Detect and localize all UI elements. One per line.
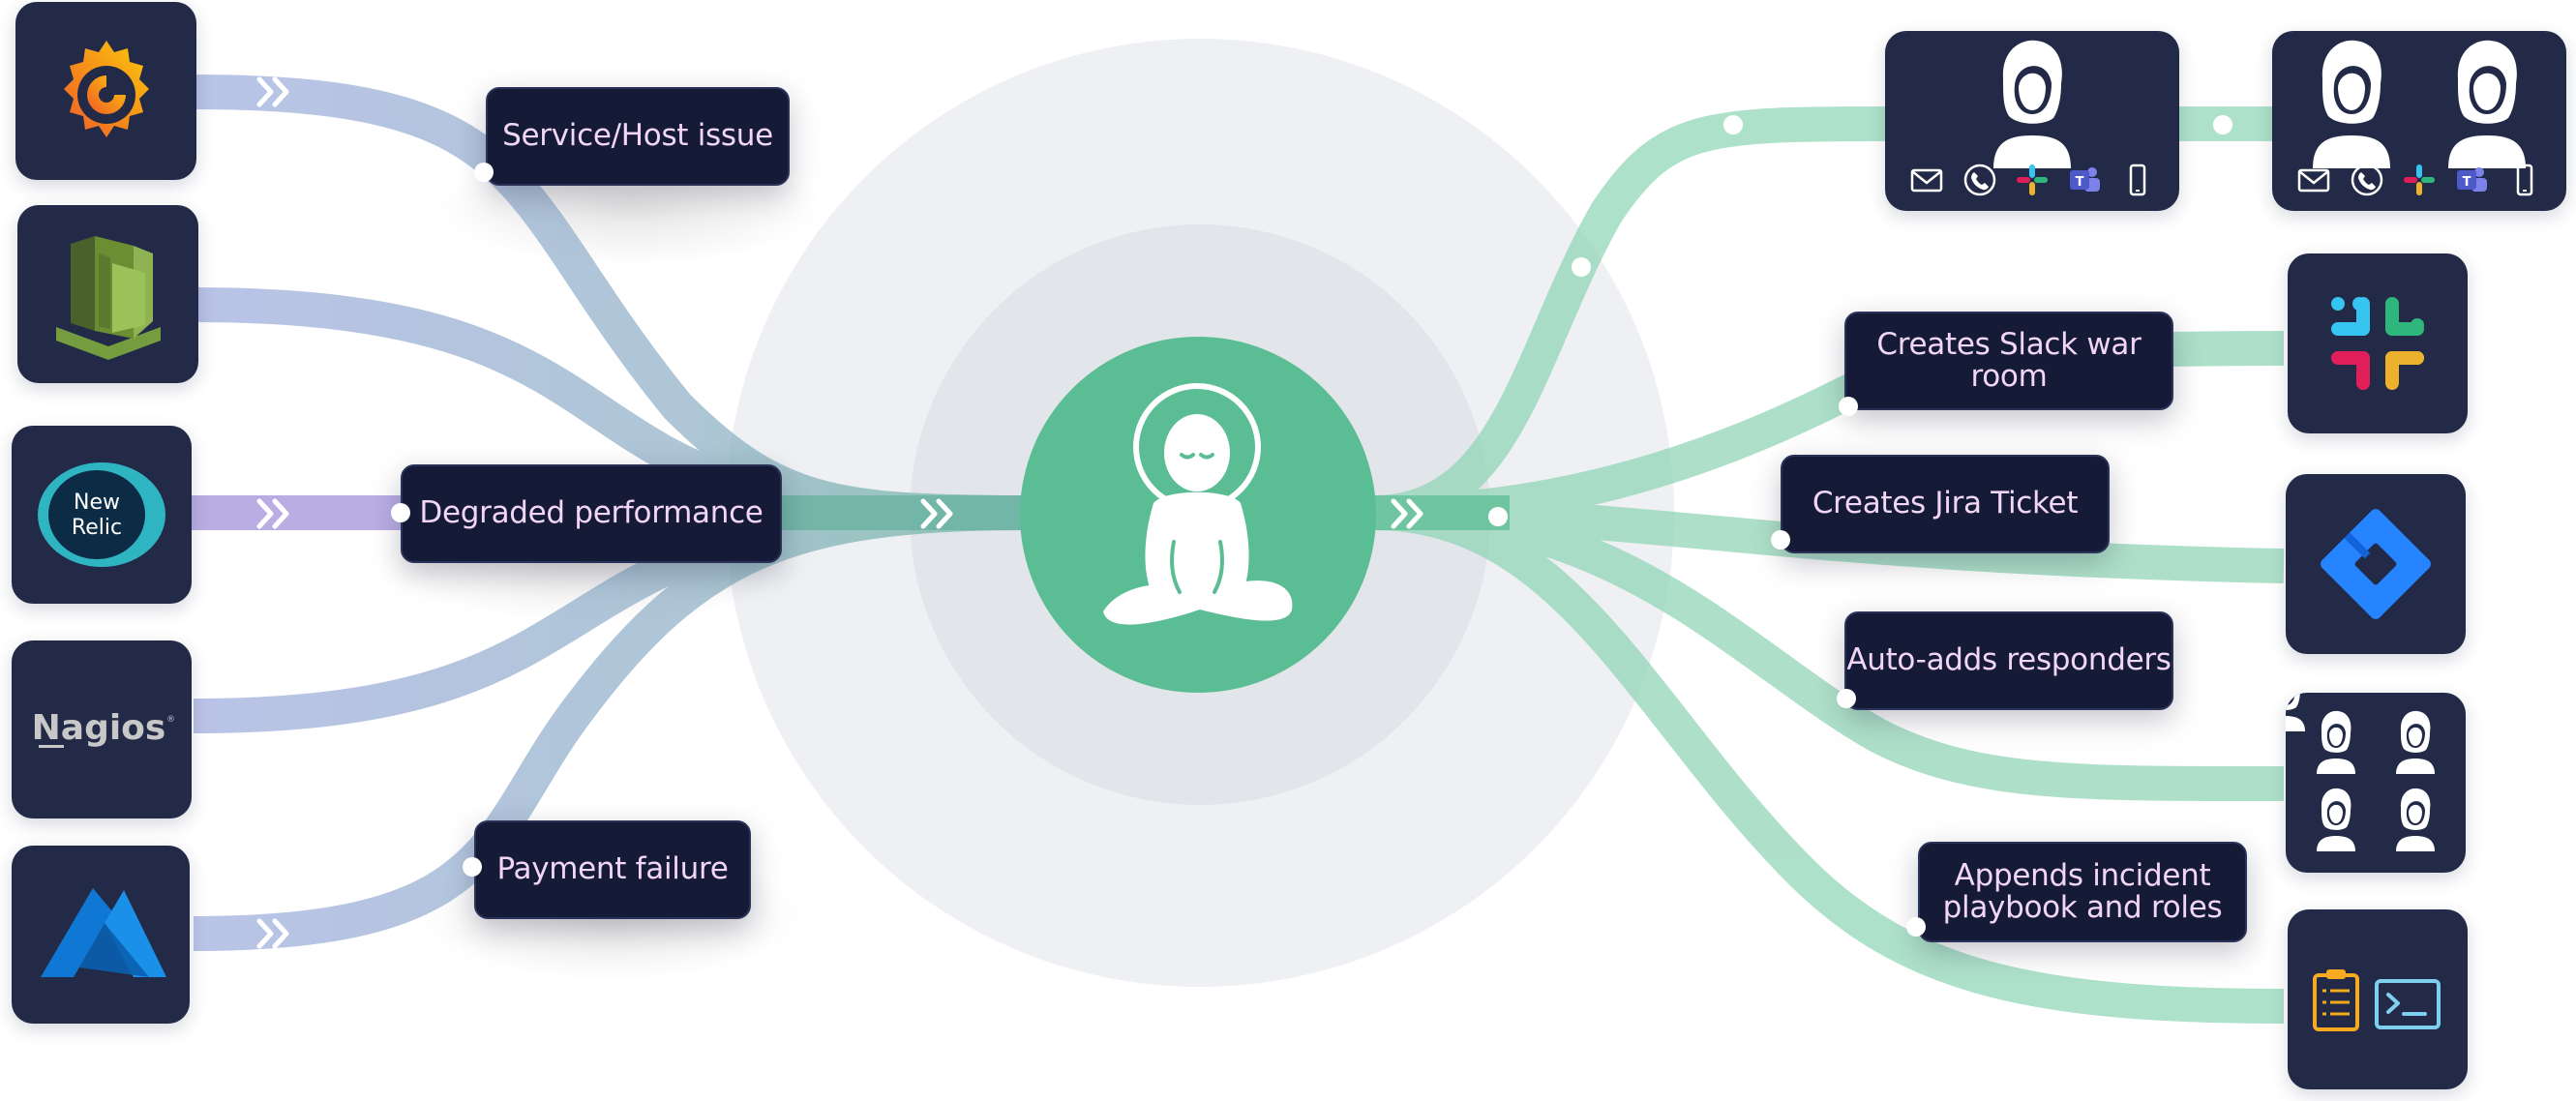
action-label-text: Creates Jira Ticket xyxy=(1812,486,2079,521)
aws-cloudwatch-icon xyxy=(56,236,161,360)
stream-notify xyxy=(1373,106,2284,530)
action-label-line-1: Appends incident xyxy=(1954,857,2211,893)
clipboard-checklist-icon xyxy=(2313,969,2359,1031)
responders-tile[interactable] xyxy=(2286,693,2466,873)
action-auto-adds-responders[interactable]: Auto-adds responders xyxy=(1844,611,2173,710)
responders-pair-icon xyxy=(2313,40,2526,168)
event-degraded-performance[interactable]: Degraded performance xyxy=(401,464,782,563)
playbook-tile[interactable] xyxy=(2288,909,2468,1089)
event-label-text: Payment failure xyxy=(496,851,729,887)
slack-logo-icon xyxy=(2331,297,2424,390)
playbook-icons xyxy=(2313,969,2441,1031)
azure-tile[interactable] xyxy=(12,846,190,1024)
responder-avatar-icon xyxy=(1993,40,2071,168)
connector-dot xyxy=(391,503,410,522)
channel-icons-row: T xyxy=(1885,163,2179,197)
nagios-tile[interactable]: Nagios ® xyxy=(12,640,192,818)
slack-icon[interactable] xyxy=(2015,163,2050,197)
jira-logo-icon xyxy=(2321,509,2431,619)
action-appends-incident-playbook[interactable]: Appends incident playbook and roles xyxy=(1918,842,2247,942)
new-relic-tile[interactable]: New Relic xyxy=(12,426,192,604)
nagios-icon: Nagios ® xyxy=(32,708,175,748)
terminal-icon xyxy=(2375,979,2441,1029)
action-label-line-2: playbook and roles xyxy=(1942,890,2223,925)
people-grid-icon xyxy=(2286,693,2435,851)
azure-icon xyxy=(41,888,166,977)
connector-dot xyxy=(1771,530,1790,550)
connector-dot xyxy=(463,857,482,877)
grafana-tile[interactable] xyxy=(15,2,196,180)
aws-cloudwatch-tile[interactable] xyxy=(17,205,198,383)
phone-icon[interactable] xyxy=(2350,163,2384,197)
event-service-host-issue[interactable]: Service/Host issue xyxy=(486,87,790,186)
action-label-text: Auto-adds responders xyxy=(1846,642,2172,678)
teams-icon[interactable]: T xyxy=(2454,163,2489,197)
mobile-icon[interactable] xyxy=(2120,163,2155,197)
svg-text:Nagios: Nagios xyxy=(32,708,166,748)
teams-icon[interactable]: T xyxy=(2067,163,2102,197)
connector-dot xyxy=(1837,689,1856,708)
grafana-icon xyxy=(64,41,149,137)
slack-tile[interactable] xyxy=(2288,253,2468,433)
connector-dot xyxy=(1839,397,1858,416)
svg-text:®: ® xyxy=(166,715,175,725)
notify-responder-tile[interactable]: T xyxy=(1885,31,2179,211)
channel-icons-row: T xyxy=(2272,163,2566,197)
mail-icon[interactable] xyxy=(2296,163,2331,197)
event-label-text: Degraded performance xyxy=(419,495,764,531)
connector-dot xyxy=(1906,917,1926,937)
connector-dot xyxy=(474,163,494,182)
svg-text:New: New xyxy=(74,491,120,515)
new-relic-icon: New Relic xyxy=(38,462,165,567)
mobile-icon[interactable] xyxy=(2507,163,2542,197)
flow-chevrons xyxy=(256,76,1423,949)
mail-icon[interactable] xyxy=(1909,163,1944,197)
svg-text:T: T xyxy=(2076,175,2084,190)
slack-icon[interactable] xyxy=(2402,163,2437,197)
phone-icon[interactable] xyxy=(1962,163,1997,197)
stream-responders xyxy=(1373,495,2285,802)
action-creates-jira-ticket[interactable]: Creates Jira Ticket xyxy=(1781,455,2110,553)
event-label-text: Service/Host issue xyxy=(502,118,773,154)
action-creates-slack-war-room[interactable]: Creates Slack war room xyxy=(1844,312,2173,410)
notify-team-tile[interactable]: T xyxy=(2272,31,2566,211)
stream-playbook xyxy=(1373,495,2285,1024)
action-label-text: Creates Slack war room xyxy=(1876,326,2142,394)
svg-text:T: T xyxy=(2463,175,2471,190)
svg-text:Relic: Relic xyxy=(72,516,122,540)
jira-tile[interactable] xyxy=(2286,474,2466,654)
event-payment-failure[interactable]: Payment failure xyxy=(474,820,751,919)
